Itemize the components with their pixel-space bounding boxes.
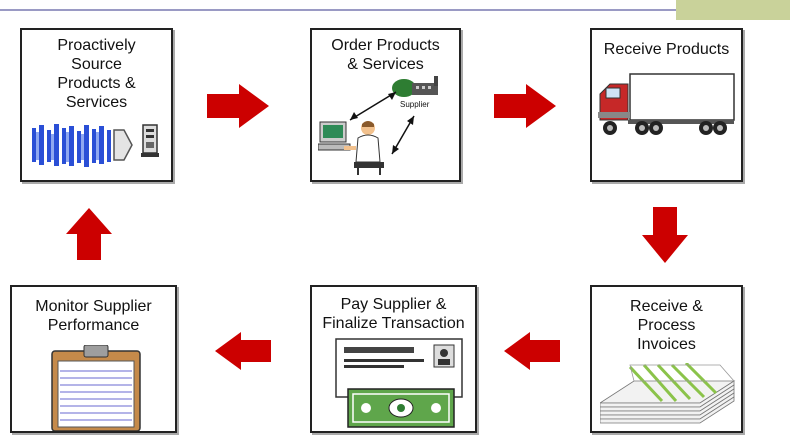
invoice-stack-icon bbox=[600, 363, 736, 427]
step-box-pay: Pay Supplier & Finalize Transaction bbox=[310, 285, 477, 433]
flow-arrow-right-2 bbox=[492, 82, 558, 130]
truck-icon bbox=[596, 70, 736, 140]
cash-icon bbox=[346, 387, 456, 429]
clipboard-icon bbox=[50, 345, 142, 431]
funnel-arrow-icon bbox=[112, 128, 134, 162]
step-box-receive-products: Receive Products bbox=[590, 28, 743, 182]
step-label-monitor: Monitor Supplier Performance bbox=[35, 298, 152, 334]
step-label-pay: Pay Supplier & Finalize Transaction bbox=[322, 296, 465, 332]
step-box-invoices: Receive & Process Invoices bbox=[590, 285, 743, 433]
exchange-arrow-bottom-icon bbox=[388, 112, 418, 158]
corner-decoration bbox=[676, 0, 790, 20]
people-icon bbox=[30, 122, 114, 172]
step-label-invoices: Receive & Process Invoices bbox=[630, 298, 703, 353]
step-label-receive-products: Receive Products bbox=[603, 41, 730, 58]
supplier-building-icon bbox=[390, 74, 446, 98]
step-box-order: Order Products & Services Supplier bbox=[310, 28, 461, 182]
step-box-source: Proactively Source Products & Services bbox=[20, 28, 173, 182]
step-box-monitor: Monitor Supplier Performance bbox=[10, 285, 177, 433]
exchange-arrow-top-icon bbox=[346, 88, 400, 124]
server-icon bbox=[140, 124, 160, 158]
step-label-source: Proactively Source Products & Services bbox=[57, 37, 136, 111]
header-rule bbox=[0, 9, 676, 11]
flow-arrow-up bbox=[64, 206, 114, 262]
computer-user-icon bbox=[318, 118, 388, 176]
supplier-label: Supplier bbox=[400, 100, 430, 109]
step-label-order: Order Products & Services bbox=[331, 37, 440, 73]
flow-arrow-down bbox=[640, 205, 690, 265]
check-document-icon bbox=[334, 337, 464, 399]
flow-arrow-left-2 bbox=[213, 330, 273, 372]
flow-arrow-right-1 bbox=[205, 82, 271, 130]
flow-arrow-left-1 bbox=[502, 330, 562, 372]
